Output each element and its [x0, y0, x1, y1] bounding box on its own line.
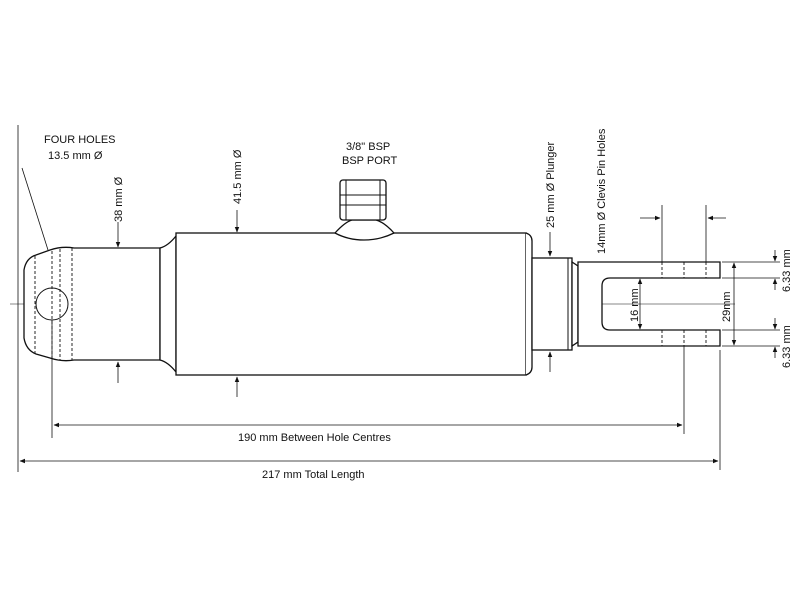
- plunger-label: 25 mm Ø Plunger: [545, 141, 557, 228]
- bsp-label-2: BSP PORT: [342, 155, 398, 167]
- dim-16-label: 16 mm: [629, 288, 641, 322]
- four-holes-leader: [21, 167, 49, 251]
- dim-633-top-label: 6.33 mm: [781, 249, 793, 292]
- dim-29-label: 29mm: [721, 291, 733, 322]
- clevis-pin-label: 14mm Ø Clevis Pin Holes: [596, 128, 608, 254]
- dia-38-label: 38 mm Ø: [113, 176, 125, 222]
- dia-41-5-label: 41.5 mm Ø: [232, 149, 244, 204]
- plunger: [531, 257, 579, 351]
- bsp-port: [333, 179, 396, 241]
- four-holes-label-1: FOUR HOLES: [44, 134, 116, 146]
- between-centres-label: 190 mm Between Hole Centres: [238, 432, 391, 444]
- bsp-label-1: 3/8" BSP: [346, 141, 390, 153]
- eye-end: [23, 234, 177, 374]
- cylinder-barrel: [175, 232, 533, 376]
- dim-633-bottom-label: 6.33 mm: [781, 325, 793, 368]
- four-holes-label-2: 13.5 mm Ø: [48, 150, 103, 162]
- total-length-label: 217 mm Total Length: [262, 469, 365, 481]
- clevis-fork: [577, 261, 721, 347]
